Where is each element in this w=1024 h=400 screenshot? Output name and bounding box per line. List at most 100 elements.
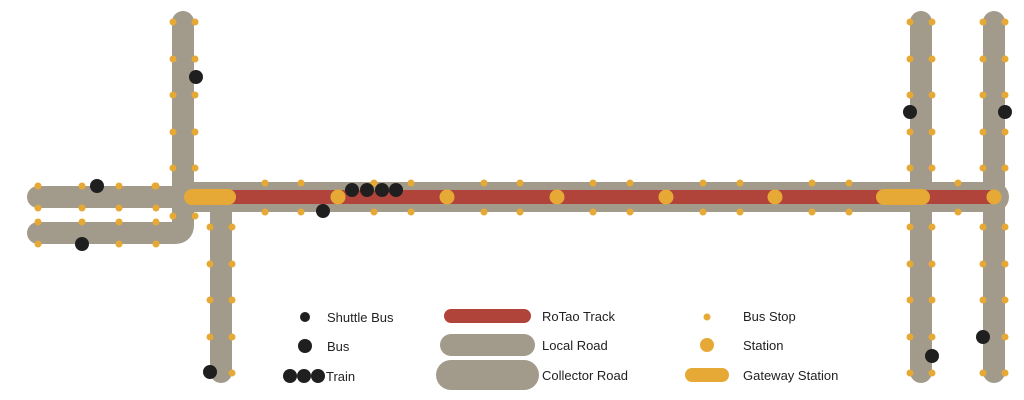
train-car	[389, 183, 403, 197]
bus-stop	[979, 18, 987, 26]
bus-stop	[1001, 333, 1009, 341]
bus-stop	[516, 208, 524, 216]
bus-stop	[151, 182, 159, 190]
bus-stop	[370, 179, 378, 187]
station-icon	[700, 338, 714, 352]
bus-stop	[1001, 91, 1009, 99]
legend-rotao-track-label: RoTao Track	[542, 309, 615, 324]
legend-bus-label: Bus	[327, 339, 350, 354]
bus-stop	[928, 128, 936, 136]
legend-gateway-station-label: Gateway Station	[743, 368, 838, 383]
bus-stop	[928, 164, 936, 172]
bus-stop	[1001, 128, 1009, 136]
bus-stop	[979, 369, 987, 377]
bus-stop	[845, 179, 853, 187]
legend-local-road-label: Local Road	[542, 338, 608, 353]
bus-stop	[1001, 55, 1009, 63]
bus-stop	[78, 182, 86, 190]
bus-stop	[1001, 296, 1009, 304]
train-car	[360, 183, 374, 197]
legend-shuttle-bus-label: Shuttle Bus	[327, 310, 394, 325]
bus-stop	[736, 179, 744, 187]
bus	[316, 204, 330, 218]
shuttle-bus-icon	[300, 312, 310, 322]
bus-stop	[115, 240, 123, 248]
bus-stop	[169, 55, 177, 63]
bus-stop	[1001, 223, 1009, 231]
bus-stop	[928, 91, 936, 99]
bus-stop	[906, 55, 914, 63]
bus-stop	[979, 55, 987, 63]
bus-stop	[699, 179, 707, 187]
bus-stop	[626, 208, 634, 216]
bus-stop	[906, 164, 914, 172]
bus-stop	[954, 179, 962, 187]
legend-train-label: Train	[326, 369, 355, 384]
bus-stop	[906, 369, 914, 377]
bus-stop	[152, 218, 160, 226]
bus-stop	[34, 218, 42, 226]
bus-stop	[115, 182, 123, 190]
train-car	[345, 183, 359, 197]
legend-collector-road-label: Collector Road	[542, 368, 628, 383]
bus-stop	[407, 208, 415, 216]
bus-stop	[191, 128, 199, 136]
bus-stop	[191, 212, 199, 220]
bus-stop	[906, 223, 914, 231]
bus-stop	[115, 218, 123, 226]
station	[767, 189, 783, 205]
bus-stop	[736, 208, 744, 216]
bus-stop	[78, 218, 86, 226]
bus-stop	[906, 296, 914, 304]
bus-stop	[261, 179, 269, 187]
bus-stop	[928, 333, 936, 341]
station	[549, 189, 565, 205]
bus-stop	[928, 260, 936, 268]
bus-stop	[1001, 369, 1009, 377]
bus-stop	[626, 179, 634, 187]
bus-stop	[206, 333, 214, 341]
bus-stop	[1001, 18, 1009, 26]
bus-stop	[906, 333, 914, 341]
bus-stop	[228, 333, 236, 341]
bus-stop	[808, 179, 816, 187]
bus-stop	[480, 179, 488, 187]
bus	[903, 105, 917, 119]
legend-bus-stop-label: Bus Stop	[743, 309, 796, 324]
bus-stop	[169, 128, 177, 136]
bus-stop	[191, 18, 199, 26]
bus	[75, 237, 89, 251]
bus-stop	[589, 208, 597, 216]
bus-stop	[206, 296, 214, 304]
bus-stop	[979, 223, 987, 231]
bus-stop	[906, 18, 914, 26]
bus-stop	[979, 128, 987, 136]
bus-stop	[928, 369, 936, 377]
bus-stop	[979, 260, 987, 268]
bus-stop	[906, 91, 914, 99]
bus	[998, 105, 1012, 119]
bus-stop	[34, 204, 42, 212]
bus-stop	[169, 91, 177, 99]
bus-stop	[370, 208, 378, 216]
bus-icon	[298, 339, 312, 353]
bus-stop	[169, 212, 177, 220]
vehicles	[75, 70, 1012, 379]
bus-stop	[979, 296, 987, 304]
legend-station-label: Station	[743, 338, 783, 353]
bus-stop	[808, 208, 816, 216]
bus-stop	[34, 182, 42, 190]
bus-stop	[906, 260, 914, 268]
bus-stop	[228, 296, 236, 304]
bus-stop	[516, 179, 524, 187]
bus-stop	[115, 204, 123, 212]
bus-stops	[34, 18, 1009, 377]
bus-stop	[297, 179, 305, 187]
bus-stop	[152, 240, 160, 248]
bus-stop	[928, 223, 936, 231]
bus-stop	[169, 18, 177, 26]
bus-stop	[699, 208, 707, 216]
bus-stop	[206, 260, 214, 268]
bus	[203, 365, 217, 379]
